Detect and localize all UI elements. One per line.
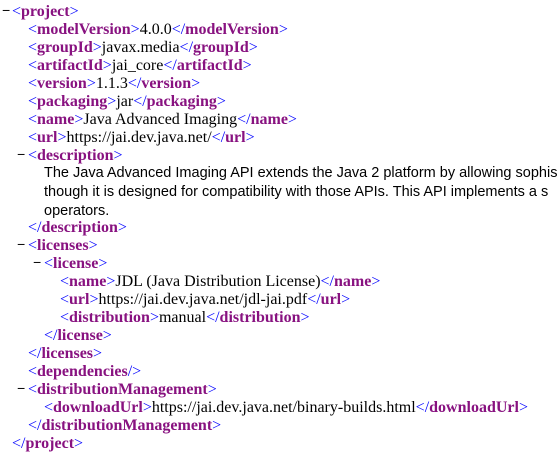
- project-close-line: </project>: [12, 435, 84, 452]
- project-open-tag: <project>: [12, 3, 79, 20]
- collapse-toggle-description[interactable]: −: [17, 148, 26, 164]
- distribution-management-close-line: </distributionManagement>: [28, 417, 222, 434]
- description-open-tag: <description>: [28, 147, 123, 164]
- download-url-line: <downloadUrl>https://jai.dev.java.net/bi…: [44, 399, 528, 416]
- dependencies-line: <dependencies/>: [28, 363, 142, 380]
- license-distribution-value: manual: [158, 309, 207, 326]
- group-id-value: javax.media: [101, 39, 180, 56]
- name-line: <name>Java Advanced Imaging</name>: [28, 111, 297, 128]
- version-line: <version>1.1.3</version>: [28, 75, 201, 92]
- license-url-line: <url>https://jai.dev.java.net/jdl-jai.pd…: [60, 291, 351, 308]
- license-distribution-line: <distribution>manual</distribution>: [60, 309, 310, 326]
- description-text-line-3: operators.: [44, 203, 110, 219]
- url-line: <url>https://jai.dev.java.net/</url>: [28, 129, 255, 146]
- license-name-line: <name>JDL (Java Distribution License)</n…: [60, 273, 381, 290]
- distribution-management-open-tag: <distributionManagement>: [28, 381, 217, 398]
- license-open-tag: <license>: [44, 255, 108, 272]
- model-version-line: <modelVersion>4.0.0</modelVersion>: [28, 21, 288, 38]
- artifact-id-line: <artifactId>jai_core</artifactId>: [28, 57, 252, 74]
- licenses-close-line: </licenses>: [28, 345, 103, 362]
- group-id-line: <groupId>javax.media</groupId>: [28, 39, 258, 56]
- collapse-toggle-distribution-management[interactable]: −: [17, 382, 26, 398]
- model-version-value: 4.0.0: [139, 21, 172, 38]
- name-value: Java Advanced Imaging: [83, 111, 238, 128]
- download-url-value: https://jai.dev.java.net/binary-builds.h…: [151, 399, 416, 416]
- license-name-value: JDL (Java Distribution License): [115, 273, 321, 290]
- packaging-line: <packaging>jar</packaging>: [28, 93, 226, 110]
- version-value: 1.1.3: [95, 75, 128, 92]
- collapse-toggle-license[interactable]: −: [33, 256, 42, 272]
- description-text-line-2: though it is designed for compatibility …: [44, 184, 549, 200]
- collapse-toggle-licenses[interactable]: −: [17, 238, 26, 254]
- collapse-toggle-project[interactable]: −: [2, 4, 11, 20]
- packaging-value: jar: [116, 93, 134, 110]
- description-text-line-1: The Java Advanced Imaging API extends th…: [44, 165, 558, 181]
- description-close-line: </description>: [28, 219, 127, 236]
- url-value: https://jai.dev.java.net/: [66, 129, 212, 146]
- license-close-line: </license>: [44, 327, 112, 344]
- licenses-open-tag: <licenses>: [28, 237, 98, 254]
- artifact-id-value: jai_core: [111, 57, 164, 74]
- license-url-value: https://jai.dev.java.net/jdl-jai.pdf: [98, 291, 308, 308]
